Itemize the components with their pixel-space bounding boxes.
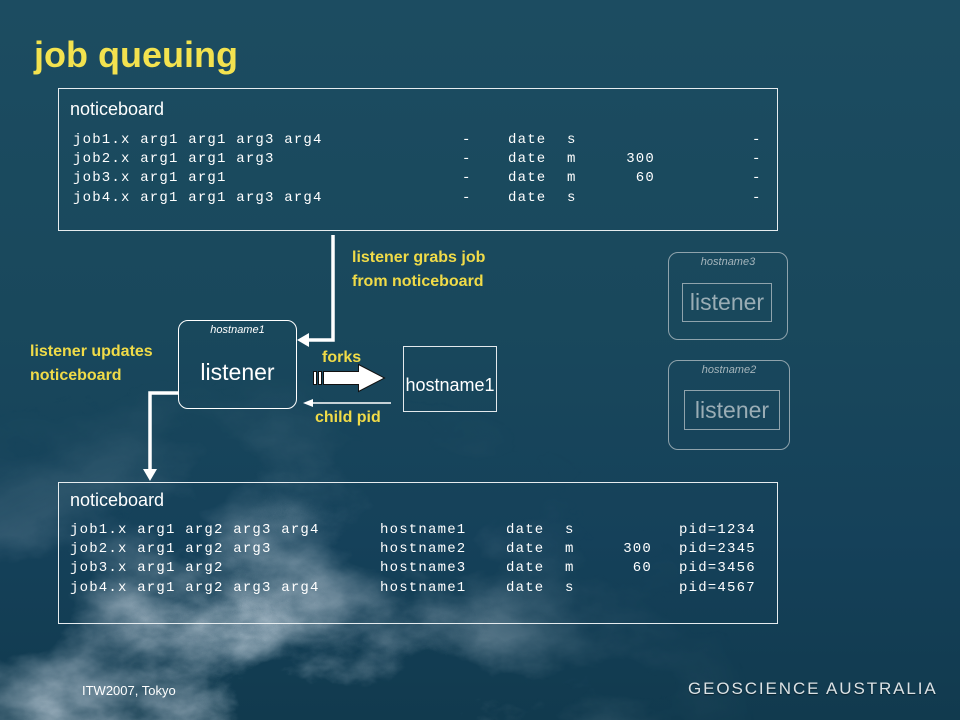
noticeboard-label: noticeboard: [70, 490, 165, 510]
listener-label: listener: [682, 283, 772, 322]
forks-annotation: forks: [322, 349, 362, 366]
unit-cell: s: [567, 132, 577, 148]
unit-cell: s: [565, 522, 575, 538]
child-pid-annotation: child pid: [315, 409, 381, 426]
job-command-cell: job3.x arg1 arg1: [73, 170, 227, 187]
host-cell: hostname3: [380, 560, 467, 577]
annotation-line: noticeboard: [30, 367, 122, 384]
unit-cell: m: [567, 170, 577, 187]
annotation-line: listener grabs job: [352, 249, 486, 266]
pid-cell: pid=4567: [679, 579, 756, 596]
host-cell: hostname1: [380, 579, 467, 596]
host-cell: hostname1: [380, 522, 467, 538]
pid-cell: pid=3456: [679, 560, 756, 577]
table-row: job3.x arg1 arg2 hostname3 date m 60 pid…: [59, 559, 777, 578]
pid-cell: -: [752, 170, 762, 187]
unit-cell: m: [567, 151, 577, 168]
listener-hostname-label: hostname2: [701, 364, 757, 376]
listener-box-hostname1: hostname1 listener: [178, 320, 297, 409]
date-cell: date: [506, 541, 545, 558]
footer-text: ITW2007, Tokyo: [82, 683, 176, 698]
noticeboard-label: noticeboard: [70, 99, 165, 119]
host-cell: -: [462, 170, 472, 187]
table-row: job2.x arg1 arg1 arg3 - date m 300 -: [59, 150, 777, 169]
job-command-cell: job2.x arg1 arg2 arg3: [70, 541, 272, 558]
listener-label: listener: [684, 390, 780, 430]
pid-cell: -: [752, 151, 762, 168]
child-process-box: hostname1: [403, 346, 497, 412]
table-row: job2.x arg1 arg2 arg3 hostname2 date m 3…: [59, 540, 777, 559]
interval-cell: 60: [632, 560, 652, 577]
table-row: job1.x arg1 arg2 arg3 arg4 hostname1 dat…: [59, 521, 777, 540]
listener-hostname-label: hostname3: [700, 256, 756, 268]
annotation-line: listener updates: [30, 343, 153, 360]
job-list: job1.x arg1 arg1 arg3 arg4 - date s - jo…: [59, 131, 777, 208]
listener-box-hostname3: hostname3 listener: [668, 252, 788, 340]
unit-cell: s: [567, 189, 577, 206]
listener-label: listener: [200, 359, 275, 385]
pid-cell: pid=1234: [679, 522, 756, 538]
annotation-line: from noticeboard: [352, 273, 484, 290]
date-cell: date: [508, 132, 547, 148]
host-cell: hostname2: [380, 541, 467, 558]
interval-cell: 60: [635, 170, 655, 187]
child-process-label: hostname1: [405, 375, 495, 395]
listener-box-hostname2: hostname2 listener: [668, 360, 790, 450]
host-cell: -: [462, 189, 472, 206]
date-cell: date: [508, 170, 547, 187]
unit-cell: m: [565, 541, 575, 558]
host-cell: -: [462, 151, 472, 168]
organisation-logo: GEOSCIENCE AUSTRALIA: [688, 679, 938, 698]
job-command-cell: job1.x arg1 arg1 arg3 arg4: [73, 132, 323, 148]
interval-cell: 300: [626, 151, 655, 168]
table-row: job3.x arg1 arg1 - date m 60 -: [59, 169, 777, 188]
table-row: job4.x arg1 arg1 arg3 arg4 - date s -: [59, 189, 777, 208]
table-row: job1.x arg1 arg1 arg3 arg4 - date s -: [59, 131, 777, 150]
update-noticeboard-annotation: listener updates noticeboard: [30, 340, 153, 388]
date-cell: date: [508, 151, 547, 168]
job-command-cell: job4.x arg1 arg1 arg3 arg4: [73, 189, 323, 206]
date-cell: date: [508, 189, 547, 206]
interval-cell: 300: [623, 541, 652, 558]
date-cell: date: [506, 560, 545, 577]
unit-cell: m: [565, 560, 575, 577]
job-command-cell: job3.x arg1 arg2: [70, 560, 224, 577]
noticeboard-after: noticeboard job1.x arg1 arg2 arg3 arg4 h…: [58, 482, 778, 624]
job-list: job1.x arg1 arg2 arg3 arg4 hostname1 dat…: [59, 521, 777, 598]
pid-cell: pid=2345: [679, 541, 756, 558]
host-cell: -: [462, 132, 472, 148]
job-command-cell: job1.x arg1 arg2 arg3 arg4: [70, 522, 320, 538]
grab-job-annotation: listener grabs job from noticeboard: [352, 246, 485, 294]
slide-title: job queuing: [34, 34, 238, 75]
table-row: job4.x arg1 arg2 arg3 arg4 hostname1 dat…: [59, 579, 777, 598]
pid-cell: -: [752, 189, 762, 206]
job-command-cell: job4.x arg1 arg2 arg3 arg4: [70, 579, 320, 596]
date-cell: date: [506, 522, 545, 538]
listener-hostname-label: hostname1: [210, 324, 265, 336]
noticeboard-before: noticeboard job1.x arg1 arg1 arg3 arg4 -…: [58, 88, 778, 231]
unit-cell: s: [565, 579, 575, 596]
date-cell: date: [506, 579, 545, 596]
pid-cell: -: [752, 132, 762, 148]
job-command-cell: job2.x arg1 arg1 arg3: [73, 151, 275, 168]
